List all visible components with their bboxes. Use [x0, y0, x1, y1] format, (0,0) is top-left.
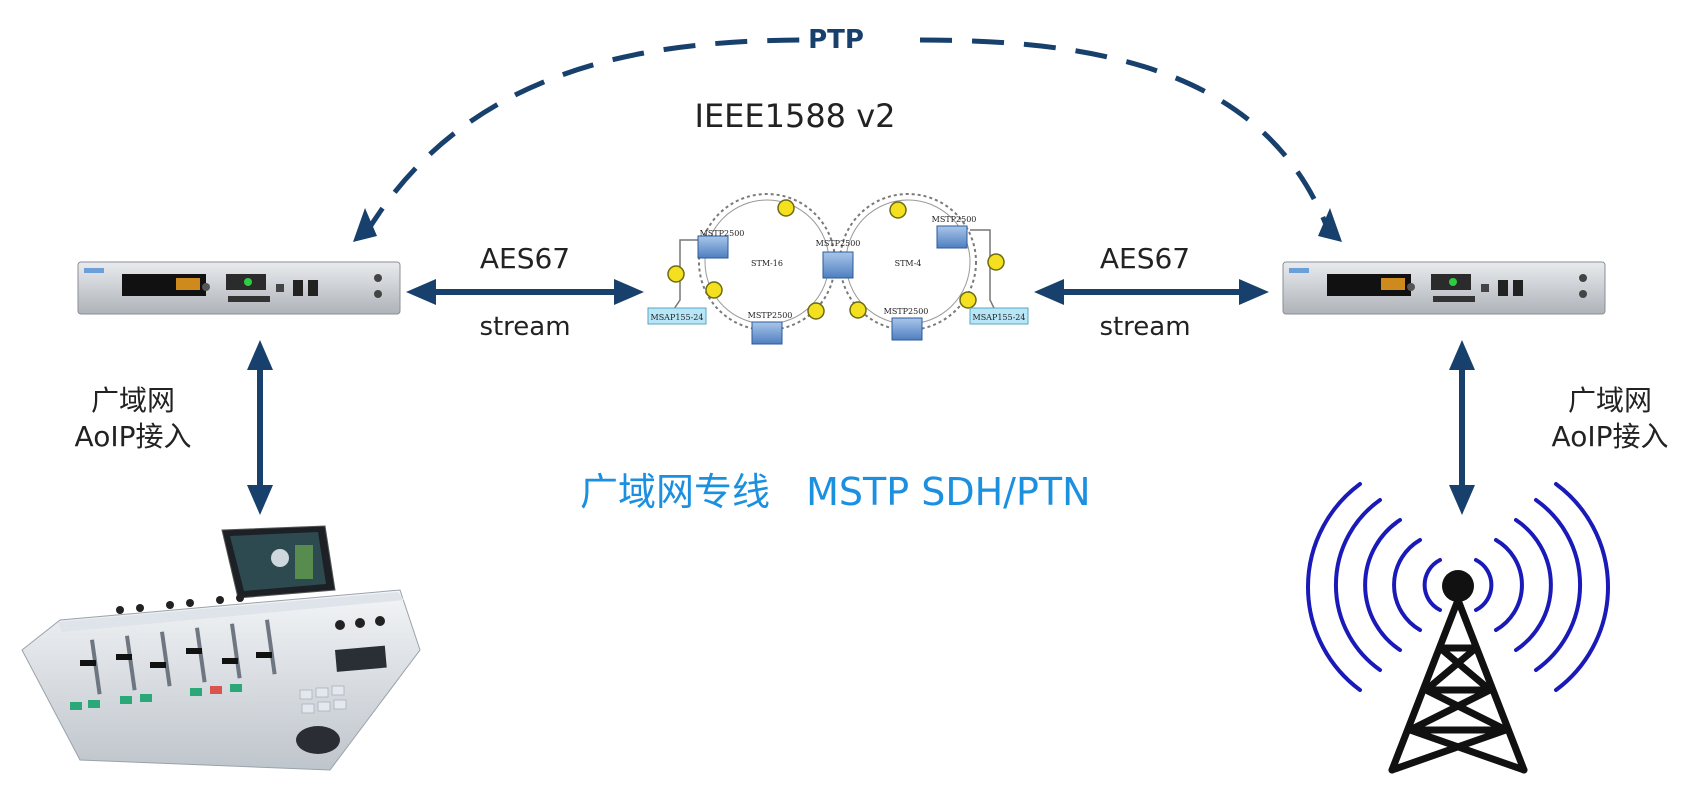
ring-node-icon — [667, 199, 1005, 320]
mstp-switch-icon: MSTP2500 — [932, 215, 977, 249]
mstp-ring-network: STM-16 STM-4 MSTP2500 MSTP2500 MSTP2500 … — [647, 193, 1029, 345]
broadcast-mixing-console — [21, 525, 421, 771]
svg-text:MSTP2500: MSTP2500 — [932, 215, 977, 224]
right-access-arrow — [1449, 340, 1475, 515]
msap-device-icon: MSAP155-24 — [647, 307, 707, 325]
ring-stm4-label: STM-4 — [895, 259, 922, 268]
wan-label-cn: 广域网专线 — [580, 470, 770, 514]
mstp-switch-icon: MSTP2500 — [697, 229, 745, 259]
ptp-label: PTP — [808, 25, 864, 55]
right-access-label-line2: AoIP接入 — [1552, 420, 1669, 453]
left-access-label-line2: AoIP接入 — [75, 420, 192, 453]
wan-label-tech: MSTP SDH/PTN — [806, 470, 1090, 514]
left-aoip-rack-unit — [77, 261, 401, 315]
svg-text:MSTP2500: MSTP2500 — [748, 311, 793, 320]
mstp-switch-icon: MSTP2500 — [884, 307, 929, 341]
ring-stm16-label: STM-16 — [751, 259, 783, 268]
broadcast-antenna-icon — [1305, 482, 1611, 774]
left-aes67-arrow — [406, 279, 644, 305]
mstp-switch-icon: MSTP2500 — [816, 239, 861, 279]
svg-text:MSAP155-24: MSAP155-24 — [973, 313, 1026, 322]
left-access-arrow — [247, 340, 273, 515]
left-aes67-label: AES67 — [480, 242, 570, 275]
left-access-label-line1: 广域网 — [91, 384, 175, 417]
arrowhead-icon — [353, 208, 377, 242]
right-aes67-arrow — [1034, 279, 1269, 305]
svg-text:MSTP2500: MSTP2500 — [700, 229, 745, 238]
right-aoip-rack-unit — [1282, 261, 1606, 315]
ieee1588-label: IEEE1588 v2 — [695, 97, 896, 135]
svg-text:MSTP2500: MSTP2500 — [884, 307, 929, 316]
svg-text:MSTP2500: MSTP2500 — [816, 239, 861, 248]
right-access-label-line1: 广域网 — [1568, 384, 1652, 417]
wan-label: 广域网专线 MSTP SDH/PTN — [580, 470, 1091, 514]
left-stream-label: stream — [479, 312, 570, 342]
svg-text:MSAP155-24: MSAP155-24 — [651, 313, 704, 322]
right-aes67-label: AES67 — [1100, 242, 1190, 275]
mstp-switch-icon: MSTP2500 — [748, 311, 793, 345]
arrowhead-icon — [1318, 208, 1342, 242]
right-stream-label: stream — [1099, 312, 1190, 342]
msap-device-icon: MSAP155-24 — [969, 307, 1029, 325]
ptp-sync-arc — [353, 37, 1342, 242]
